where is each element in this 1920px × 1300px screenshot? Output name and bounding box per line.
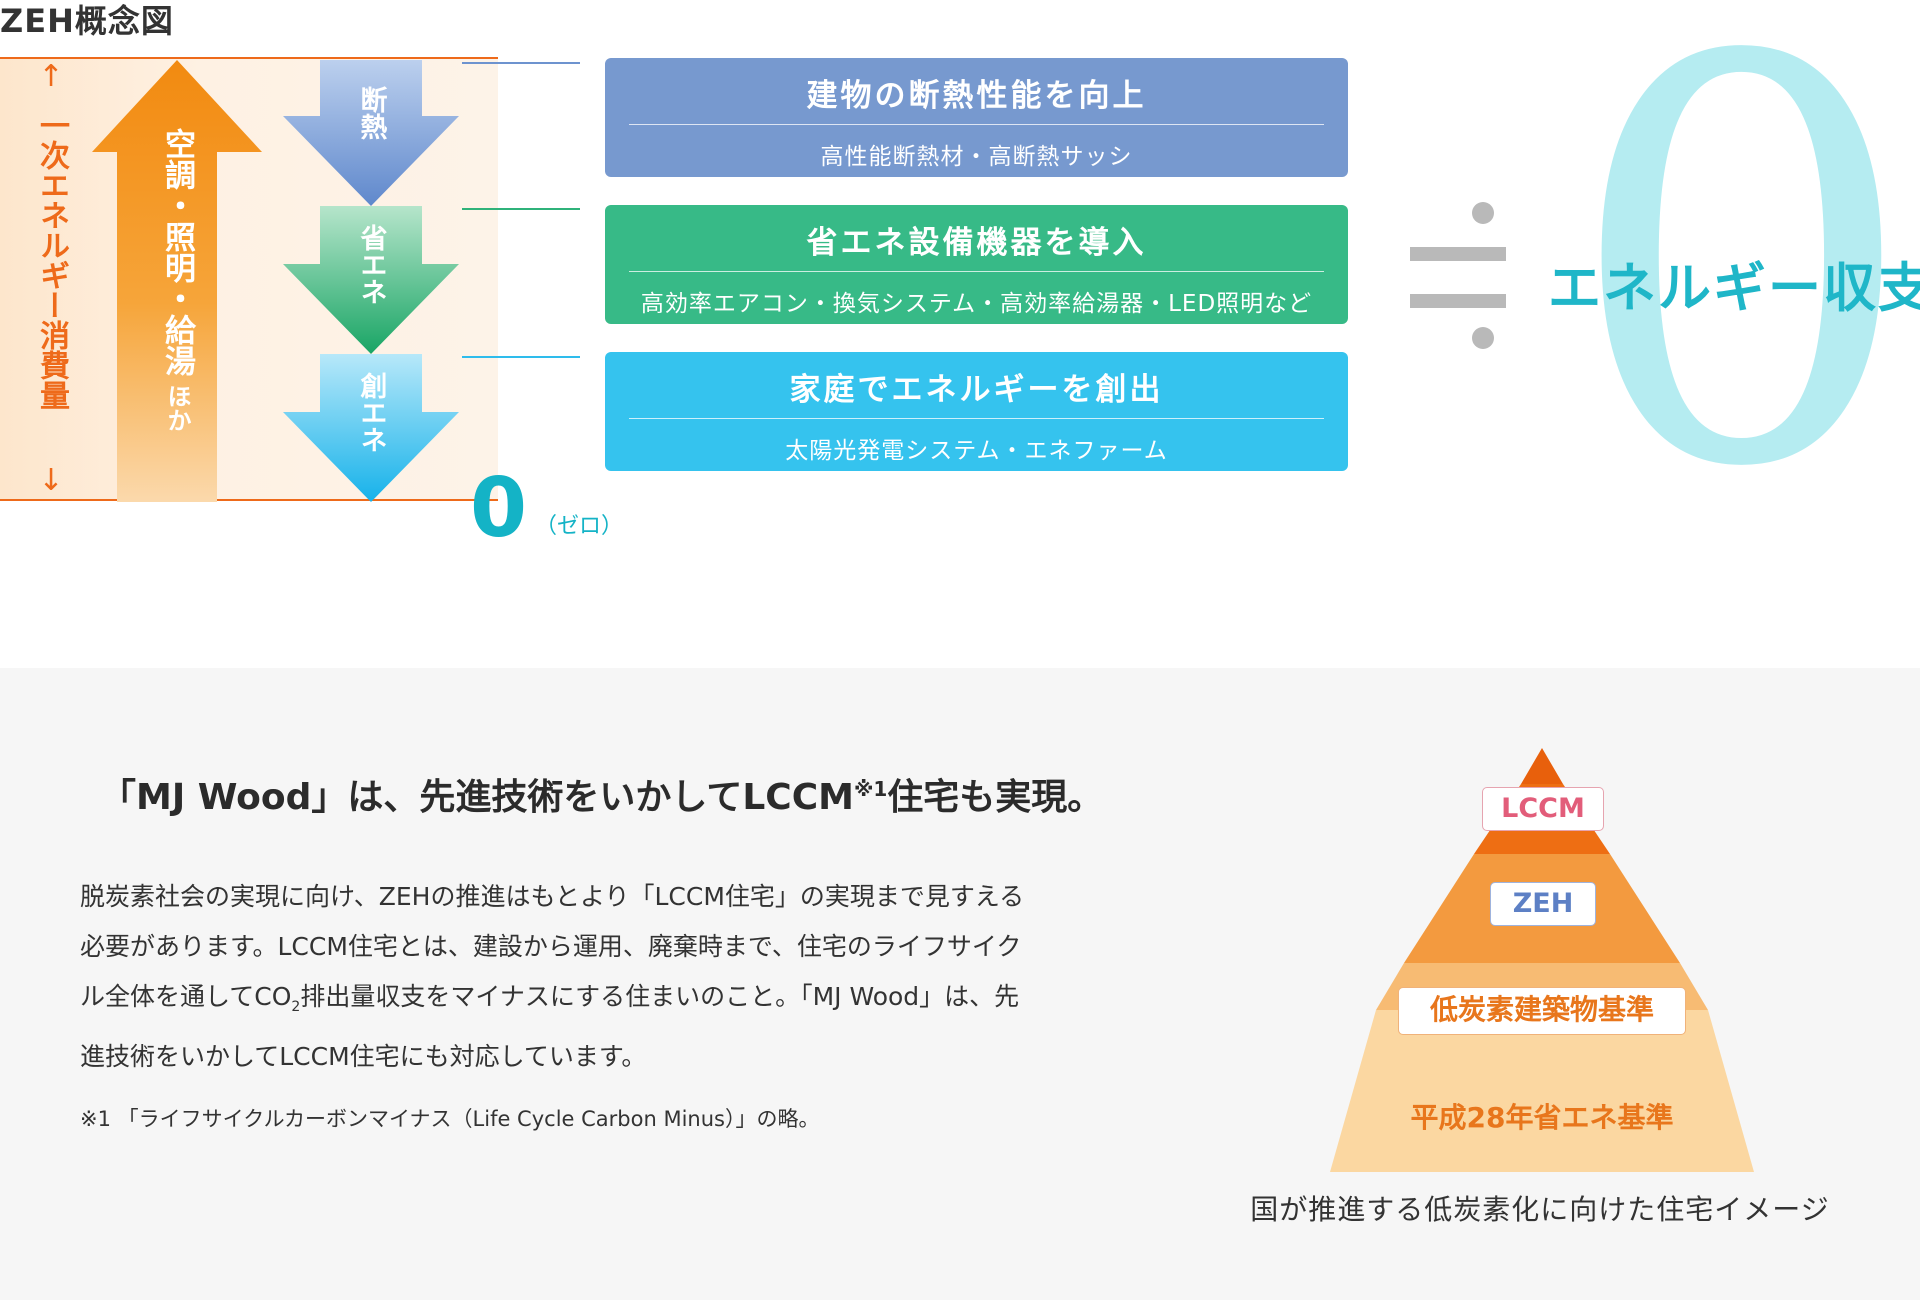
- zero-reading: （ゼロ）: [535, 514, 624, 539]
- axis-label: 一次エネルギー消費量: [34, 110, 69, 410]
- energy-balance-label: エネルギー収支: [1548, 258, 1920, 319]
- card-divider: [629, 271, 1324, 272]
- pyramid-tier-top: [1521, 748, 1563, 784]
- footnote-marker: ※1: [853, 777, 888, 801]
- pyramid-label-low-carbon: 低炭素建築物基準: [1429, 993, 1654, 1026]
- footnote: ※1 「ライフサイクルカーボンマイナス（Life Cycle Carbon Mi…: [80, 1107, 820, 1131]
- card-insulation: 建物の断熱性能を向上 高性能断熱材・高断熱サッシ: [605, 58, 1348, 177]
- consumption-label-suffix: ほか: [163, 384, 191, 432]
- leader-line-energy-saving: [462, 208, 580, 210]
- card-energy-creation: 家庭でエネルギーを創出 太陽光発電システム・エネファーム: [605, 352, 1348, 471]
- card-subtitle: 太陽光発電システム・エネファーム: [785, 438, 1168, 464]
- top-boundary-line: [0, 57, 498, 59]
- leader-line-energy-creation: [462, 356, 580, 358]
- body-line: ル全体を通してCO2排出量収支をマイナスにする住まいのこと。「MJ Wood」は…: [80, 982, 1020, 1015]
- card-divider: [629, 124, 1324, 125]
- pyramid-label-energy-standard: 平成28年省エネ基準: [1410, 1101, 1674, 1134]
- balance-zero-graphic: 0: [1565, 0, 1919, 588]
- body-line: 脱炭素社会の実現に向け、ZEHの推進はもとより「LCCM住宅」の実現まで見すえる: [80, 882, 1025, 911]
- reduction-label-energy-saving: 省エネ: [355, 224, 387, 305]
- card-divider: [629, 418, 1324, 419]
- card-energy-saving: 省エネ設備機器を導入 高効率エアコン・換気システム・高効率給湯器・LED照明など: [605, 205, 1348, 324]
- diagram-title: ZEH概念図: [0, 2, 174, 40]
- bottom-boundary-line: [0, 499, 498, 501]
- body-line: 進技術をいかしてLCCM住宅にも対応しています。: [80, 1042, 647, 1071]
- card-subtitle: 高性能断熱材・高断熱サッシ: [820, 144, 1133, 170]
- card-subtitle: 高効率エアコン・換気システム・高効率給湯器・LED照明など: [640, 291, 1313, 317]
- card-title: 家庭でエネルギーを創出: [789, 372, 1164, 408]
- lccm-body-text: 脱炭素社会の実現に向け、ZEHの推進はもとより「LCCM住宅」の実現まで見すえる…: [80, 872, 1170, 1082]
- pyramid-label-box-zeh: [1490, 882, 1596, 926]
- pyramid-label-box-lccm: [1482, 787, 1604, 831]
- reduction-label-insulation: 断熱: [355, 86, 387, 140]
- pyramid-caption: 国が推進する低炭素化に向けた住宅イメージ: [1250, 1193, 1830, 1226]
- insulation-arrow-icon: [283, 60, 459, 206]
- approx-equal-icon-bar-top: [1410, 247, 1506, 261]
- pyramid-label-zeh: ZEH: [1512, 888, 1574, 919]
- body-line: 必要があります。LCCM住宅とは、建設から運用、廃棄時まで、住宅のライフサイク: [80, 932, 1022, 961]
- approx-equal-icon-dot-top: [1472, 202, 1494, 224]
- energy-saving-arrow-icon: [283, 206, 459, 354]
- consumption-label: 空調・照明・給湯: [159, 128, 195, 376]
- axis-arrow-up-icon: ↑: [38, 59, 64, 94]
- consumption-arrow-icon: [92, 60, 262, 502]
- pyramid-label-box-low-carbon: [1398, 987, 1686, 1035]
- reduction-label-energy-creation: 創エネ: [355, 372, 387, 453]
- pyramid-tier-energy-standard: [1330, 1010, 1754, 1172]
- approx-equal-icon-bar-bottom: [1410, 294, 1506, 308]
- zero-label: 0: [470, 461, 528, 556]
- axis-arrow-down-icon: ↓: [38, 463, 64, 498]
- lccm-headline: 「MJ Wood」は、先進技術をいかしてLCCM※1住宅も実現。: [100, 777, 1104, 818]
- card-title: 建物の断熱性能を向上: [806, 78, 1147, 114]
- card-title: 省エネ設備機器を導入: [806, 225, 1147, 261]
- pyramid-label-lccm: LCCM: [1501, 793, 1585, 824]
- approx-equal-icon-dot-bottom: [1472, 327, 1494, 349]
- leader-line-insulation: [462, 62, 580, 64]
- reduction-arrows: [283, 60, 459, 502]
- energy-creation-arrow-icon: [283, 354, 459, 502]
